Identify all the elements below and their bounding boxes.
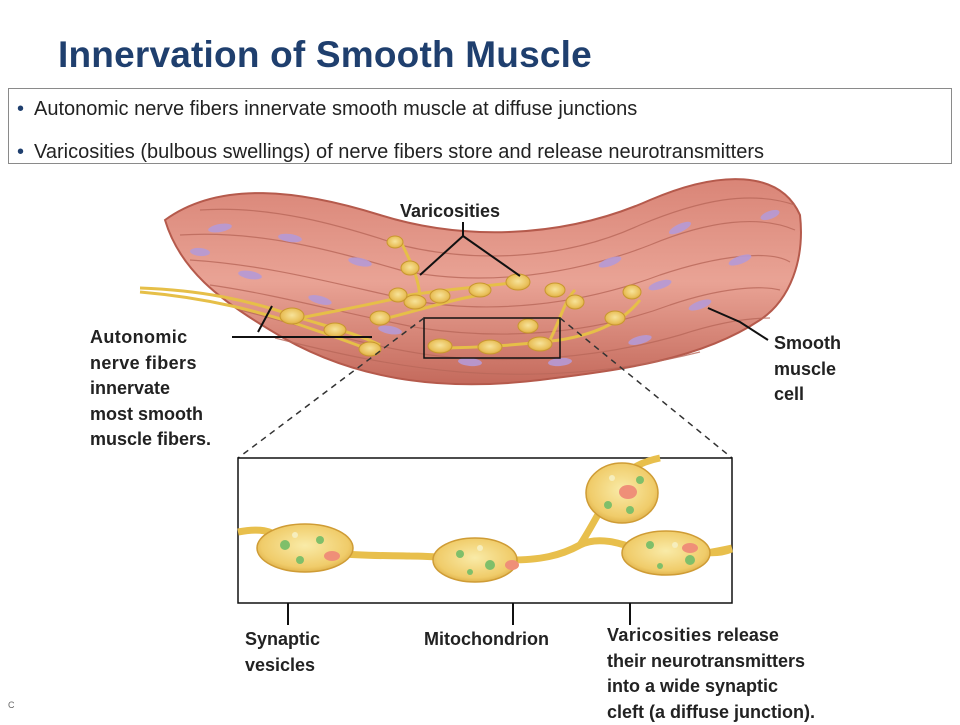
label-line: vesicles xyxy=(245,653,320,679)
label-line: cell xyxy=(774,382,841,408)
label-mitochondrion-text: Mitochondrion xyxy=(424,629,549,649)
label-line: muscle xyxy=(774,357,841,383)
label-autonomic-nerve-fibers: Autonomic nerve fibers innervate most sm… xyxy=(90,325,211,453)
label-line: into a wide synaptic xyxy=(607,674,815,700)
label-line: cleft (a diffuse junction). xyxy=(607,700,815,725)
label-line: their neurotransmitters xyxy=(607,649,815,675)
label-varicosities-release: Varicosities release their neurotransmit… xyxy=(607,623,815,725)
label-mitochondrion: Mitochondrion xyxy=(424,627,549,653)
label-line: nerve fibers xyxy=(90,351,211,377)
label-smooth-muscle-cell: Smooth muscle cell xyxy=(774,331,841,408)
label-line: most smooth xyxy=(90,402,211,428)
footer-copyright: C xyxy=(8,700,15,710)
label-line: muscle fibers. xyxy=(90,427,211,453)
label-bold: Varicosities xyxy=(607,625,712,645)
label-varicosities-text: Varicosities xyxy=(400,201,500,221)
label-rest: release xyxy=(712,625,779,645)
label-varicosities: Varicosities xyxy=(400,199,500,225)
label-line: Autonomic xyxy=(90,325,211,351)
label-line: Smooth xyxy=(774,331,841,357)
label-line: innervate xyxy=(90,376,211,402)
label-synaptic-vesicles: Synaptic vesicles xyxy=(245,627,320,678)
label-line: Synaptic xyxy=(245,627,320,653)
